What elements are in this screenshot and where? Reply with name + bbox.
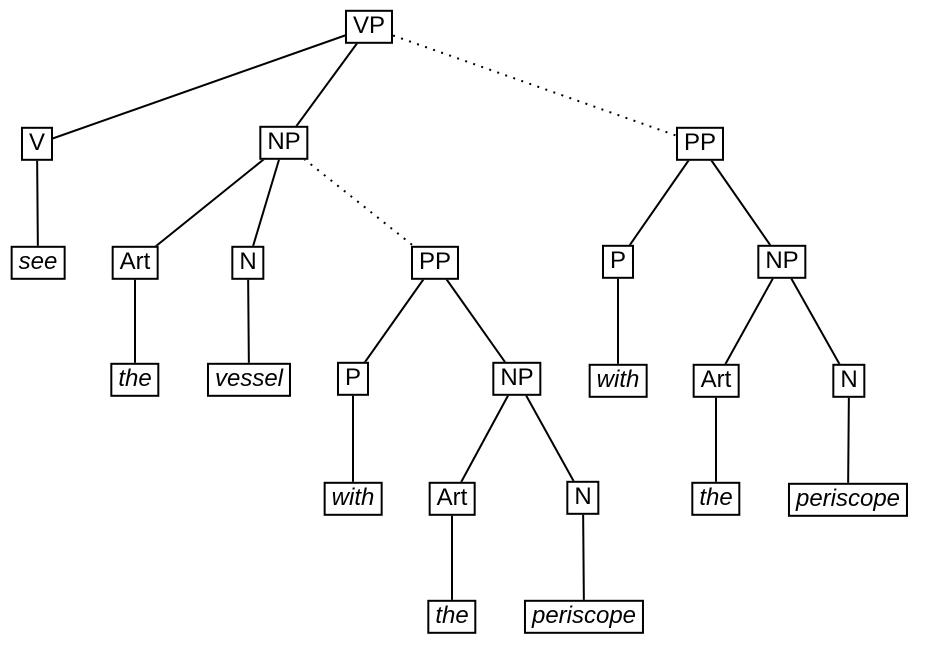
- tree-node-art1: Art: [111, 245, 159, 281]
- tree-node-with1: with: [323, 481, 383, 517]
- tree-edge-np1-n1: [247, 142, 285, 264]
- tree-edge-pp2-np3: [699, 143, 783, 263]
- tree-edge-n1-vessel: [247, 262, 250, 381]
- tree-node-v: V: [20, 126, 54, 162]
- tree-edge-np1-art1: [134, 142, 285, 264]
- tree-edge-n3-periscope2: [847, 380, 850, 501]
- tree-node-the3: the: [691, 481, 741, 517]
- tree-edge-n2-periscope1: [582, 497, 585, 618]
- tree-edge-vp-v: [36, 26, 370, 145]
- tree-edge-np2-art2: [451, 378, 518, 500]
- tree-edge-vp-np1: [283, 26, 370, 144]
- tree-node-vp: VP: [344, 9, 394, 45]
- tree-node-see: see: [10, 245, 66, 281]
- tree-node-pp2: PP: [675, 126, 725, 162]
- tree-edge-np2-n2: [516, 378, 584, 499]
- tree-node-pp1: PP: [410, 245, 460, 281]
- tree-node-the1: the: [110, 362, 160, 398]
- tree-node-n2: N: [566, 480, 600, 516]
- tree-edge-np3-n3: [781, 261, 850, 382]
- tree-node-with2: with: [588, 363, 648, 399]
- tree-edge-pp1-np2: [434, 262, 518, 380]
- tree-node-np1: NP: [259, 125, 309, 161]
- tree-node-n1: N: [231, 245, 265, 281]
- tree-node-n3: N: [832, 363, 866, 399]
- tree-edge-np3-art3: [715, 261, 783, 382]
- tree-node-art3: Art: [692, 363, 740, 399]
- tree-edge-pp1-p1: [352, 262, 436, 380]
- tree-edge-v-see: [36, 143, 39, 264]
- tree-node-np3: NP: [757, 244, 807, 280]
- tree-node-np2: NP: [492, 361, 542, 397]
- tree-node-p1: P: [336, 361, 370, 397]
- tree-node-art2: Art: [428, 481, 476, 517]
- tree-edge-pp2-p2: [617, 143, 701, 263]
- tree-node-periscope1: periscope: [523, 599, 645, 635]
- tree-node-vessel: vessel: [206, 362, 292, 398]
- tree-node-the2: the: [427, 599, 477, 635]
- tree-node-periscope2: periscope: [787, 482, 909, 518]
- tree-node-p2: P: [601, 244, 635, 280]
